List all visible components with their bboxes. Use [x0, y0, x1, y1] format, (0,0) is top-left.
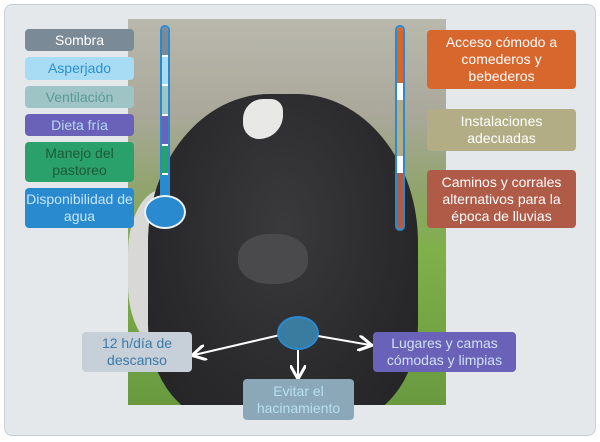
left-item: Sombra [25, 29, 134, 51]
beds-label: Lugares y camas cómodas y limpias [386, 335, 503, 368]
left-item-label: Dieta fría [51, 116, 108, 133]
right-item: Acceso cómodo a comederos y bebederos [427, 30, 576, 89]
left-thermometer-segment [162, 175, 168, 203]
left-thermometer-segment [162, 86, 168, 117]
right-thermometer-segment [397, 85, 403, 100]
right-thermometer [395, 25, 405, 231]
left-item-label: Disponibilidad de agua [26, 191, 133, 224]
right-item-label: Acceso cómodo a comederos y bebederos [445, 34, 558, 84]
right-thermometer-segment [397, 27, 403, 86]
right-item: Instalaciones adecuadas [427, 109, 576, 151]
photo-cow-muzzle [238, 234, 308, 284]
left-item-label: Sombra [54, 31, 105, 48]
crowding-label: Evitar el hacinamiento [256, 382, 341, 416]
left-item: Disponibilidad de agua [25, 188, 134, 228]
right-item-label: Caminos y corrales alternativos para la … [441, 173, 562, 224]
left-thermometer-segment [162, 145, 168, 176]
right-thermometer-segment [397, 99, 403, 159]
right-item: Caminos y corrales alternativos para la … [427, 170, 576, 228]
left-thermometer [160, 25, 170, 205]
left-thermometer-segment [162, 27, 168, 57]
right-item-label: Instalaciones adecuadas [460, 113, 543, 146]
rest-box: 12 h/día de descanso [82, 332, 192, 372]
rest-label: 12 h/día de descanso [101, 335, 173, 368]
center-node [277, 316, 319, 350]
beds-box: Lugares y camas cómodas y limpias [373, 332, 516, 372]
arrow-rest [194, 334, 281, 355]
left-thermometer-segment [162, 116, 168, 146]
crowding-box: Evitar el hacinamiento [243, 379, 354, 420]
left-item-label: Ventilación [45, 88, 114, 105]
right-thermometer-segment [397, 158, 403, 173]
right-thermometer-segment [397, 172, 403, 229]
left-item: Manejo del pastoreo [25, 142, 134, 182]
left-thermometer-segment [162, 56, 168, 87]
left-item: Dieta fría [25, 114, 134, 136]
left-item-label: Manejo del pastoreo [45, 145, 114, 178]
arrow-beds [317, 335, 370, 345]
left-item: Ventilación [25, 86, 134, 108]
left-item: Asperjado [25, 57, 134, 80]
left-item-label: Asperjado [47, 60, 112, 76]
left-thermometer-bulb [144, 195, 186, 229]
